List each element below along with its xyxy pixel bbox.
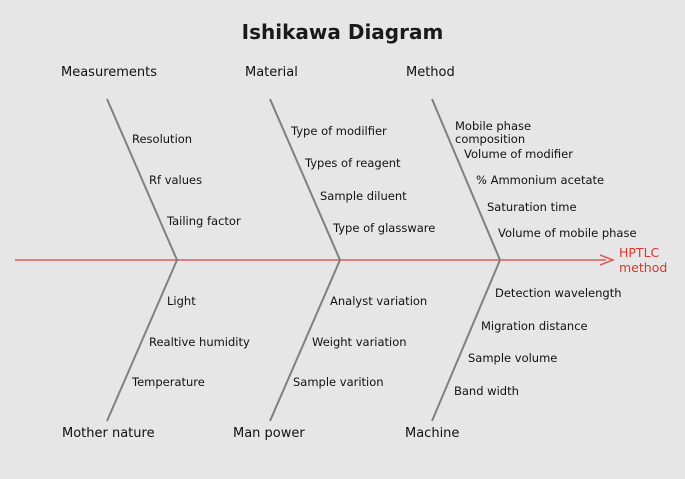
- cause-relative-humidity: Realtive humidity: [149, 335, 250, 349]
- cause-sample-volume: Sample volume: [468, 351, 558, 365]
- bone-measurements: [106, 98, 178, 261]
- cause-tailing-factor: Tailing factor: [167, 214, 241, 228]
- cause-types-of-reagent: Types of reagent: [305, 156, 401, 170]
- cause-light: Light: [167, 294, 196, 308]
- cause-ammonium-acetate: % Ammonium acetate: [476, 173, 605, 187]
- cause-volume-of-mobile-phase: Volume of mobile phase: [498, 226, 637, 240]
- cause-rf-values: Rf values: [149, 173, 203, 187]
- category-material: Material: [245, 65, 298, 80]
- category-machine: Machine: [405, 426, 460, 441]
- cause-mobile-phase-composition: Mobile phase composition: [455, 119, 532, 146]
- category-man-power: Man power: [233, 426, 305, 441]
- effect-label: HPTLC method: [619, 245, 668, 275]
- cause-saturation-time: Saturation time: [487, 200, 577, 214]
- cause-resolution: Resolution: [132, 132, 193, 146]
- cause-type-of-glassware: Type of glassware: [333, 221, 436, 235]
- bone-man-power: [269, 259, 341, 422]
- bone-material: [269, 98, 341, 261]
- cause-band-width: Band width: [454, 384, 519, 398]
- spine-arrowhead: [599, 254, 616, 266]
- cause-sample-variation: Sample varition: [293, 375, 384, 389]
- cause-volume-of-modifier: Volume of modifier: [464, 147, 573, 161]
- category-mother-nature: Mother nature: [62, 426, 155, 441]
- bone-mother-nature: [106, 259, 178, 422]
- cause-detection-wavelength: Detection wavelength: [495, 286, 622, 300]
- cause-analyst-variation: Analyst variation: [330, 294, 428, 308]
- diagram-title: Ishikawa Diagram: [241, 20, 444, 44]
- category-measurements: Measurements: [61, 65, 158, 80]
- cause-weight-variation: Weight variation: [312, 335, 407, 349]
- cause-type-of-modifier: Type of modilfier: [291, 124, 387, 138]
- cause-sample-diluent: Sample diluent: [320, 189, 407, 203]
- cause-migration-distance: Migration distance: [481, 319, 588, 333]
- cause-temperature: Temperature: [132, 375, 205, 389]
- bone-machine: [431, 259, 501, 422]
- category-method: Method: [406, 65, 455, 80]
- bone-method: [431, 98, 501, 261]
